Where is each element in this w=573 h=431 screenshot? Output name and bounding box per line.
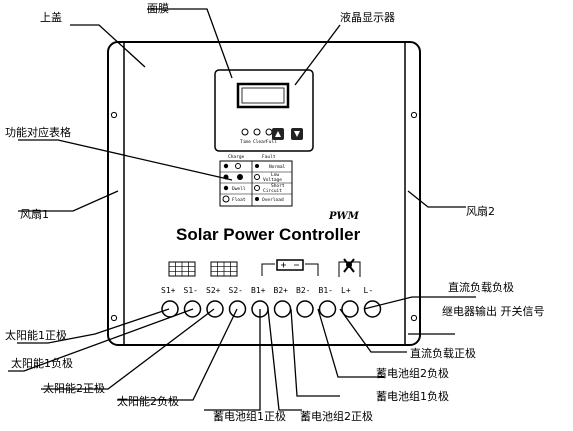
battery-icon — [261, 259, 319, 276]
terminal-screw-lminus — [363, 300, 382, 318]
charge-row-float: Float — [232, 197, 246, 203]
led-time — [241, 128, 249, 136]
callout-battery2-negative: 蓄电池组2负极 — [376, 366, 449, 380]
screw-icon — [410, 111, 418, 119]
screw-icon — [110, 314, 118, 322]
callout-fan1: 风扇1 — [20, 207, 49, 221]
callout-top-cover: 上盖 — [40, 10, 62, 24]
terminal-label-b1plus: B1+ — [251, 286, 266, 295]
terminal-label-lplus: L+ — [341, 286, 351, 295]
callout-solar2-positive: 太阳能2正极 — [43, 381, 105, 395]
lcd-display — [236, 82, 290, 109]
terminal-screw-s1plus — [161, 300, 179, 318]
terminal-screw-lplus — [341, 300, 359, 318]
fault-dot-icon — [254, 185, 260, 191]
terminal-label-s1plus: S1+ — [161, 286, 176, 295]
callout-function-table: 功能对应表格 — [5, 125, 71, 139]
screw-icon — [110, 111, 118, 119]
label-clear: Clear — [253, 139, 267, 145]
pwm-label: PWM — [328, 211, 360, 222]
sun-icon — [235, 163, 241, 169]
callout-dc-load-positive: 直流负载正极 — [410, 346, 476, 360]
down-arrow-icon — [294, 131, 300, 137]
table-header-fault: Fault — [262, 154, 276, 160]
terminal-screw-b2plus — [273, 300, 292, 318]
terminal-label-b1minus: B1- — [319, 286, 333, 295]
fault-dot-icon — [254, 174, 260, 180]
fault-dot-icon — [255, 164, 259, 168]
label-time: Time — [240, 139, 251, 145]
charge-row-dwell: Dwell — [232, 186, 246, 192]
terminal-label-b2plus: B2+ — [274, 286, 289, 295]
callout-lcd: 液晶显示器 — [340, 10, 395, 24]
callout-solar1-positive: 太阳能1正极 — [5, 328, 67, 342]
callout-membrane: 面膜 — [147, 2, 169, 15]
lcd-inner — [241, 87, 285, 104]
button-down[interactable] — [291, 128, 303, 140]
terminal-label-lminus: L- — [364, 286, 374, 295]
fault-row-overload: Overload — [262, 197, 284, 203]
callout-battery1-negative: 蓄电池组1负极 — [376, 389, 449, 403]
float-icon — [222, 195, 230, 203]
sun-icon — [237, 174, 243, 180]
button-up[interactable] — [272, 128, 284, 140]
callout-battery1-positive: 蓄电池组1正极 — [213, 409, 286, 423]
lamp-load-icon — [338, 258, 361, 277]
callout-relay-signal: 继电器输出 开关信号 — [442, 304, 545, 318]
callout-solar2-negative: 太阳能2负极 — [117, 394, 179, 408]
table-header-charge: Charge — [228, 154, 245, 160]
fault-dot-icon — [255, 197, 259, 201]
led-clear — [253, 128, 261, 136]
terminal-screw-b2minus — [296, 300, 314, 318]
fault-row-normal: Normal — [269, 164, 286, 170]
product-title: Solar Power Controller — [176, 225, 361, 244]
callout-battery2-positive: 蓄电池组2正极 — [300, 409, 373, 423]
callout-fan2: 风扇2 — [466, 204, 495, 218]
terminal-screw-s2minus — [228, 300, 247, 318]
leader-lines — [8, 8, 476, 411]
screw-icon — [410, 314, 418, 322]
terminal-label-s2plus: S2+ — [206, 286, 221, 295]
callout-dc-load-negative: 直流负载负极 — [448, 280, 514, 294]
label-full: Full — [266, 139, 277, 145]
terminal-screw-b1minus — [318, 300, 337, 318]
callout-solar1-negative: 太阳能1负极 — [11, 356, 73, 370]
solar-panel-icon — [168, 261, 196, 277]
dwell-dot-icon — [223, 185, 229, 191]
terminal-label-s2minus: S2- — [229, 286, 243, 295]
up-arrow-icon — [275, 131, 281, 137]
terminal-screw-s2plus — [206, 300, 224, 318]
sun-icon — [223, 163, 229, 169]
terminal-label-b2minus: B2- — [296, 286, 310, 295]
terminal-label-s1minus: S1- — [184, 286, 198, 295]
solar-panel-icon — [210, 261, 238, 277]
